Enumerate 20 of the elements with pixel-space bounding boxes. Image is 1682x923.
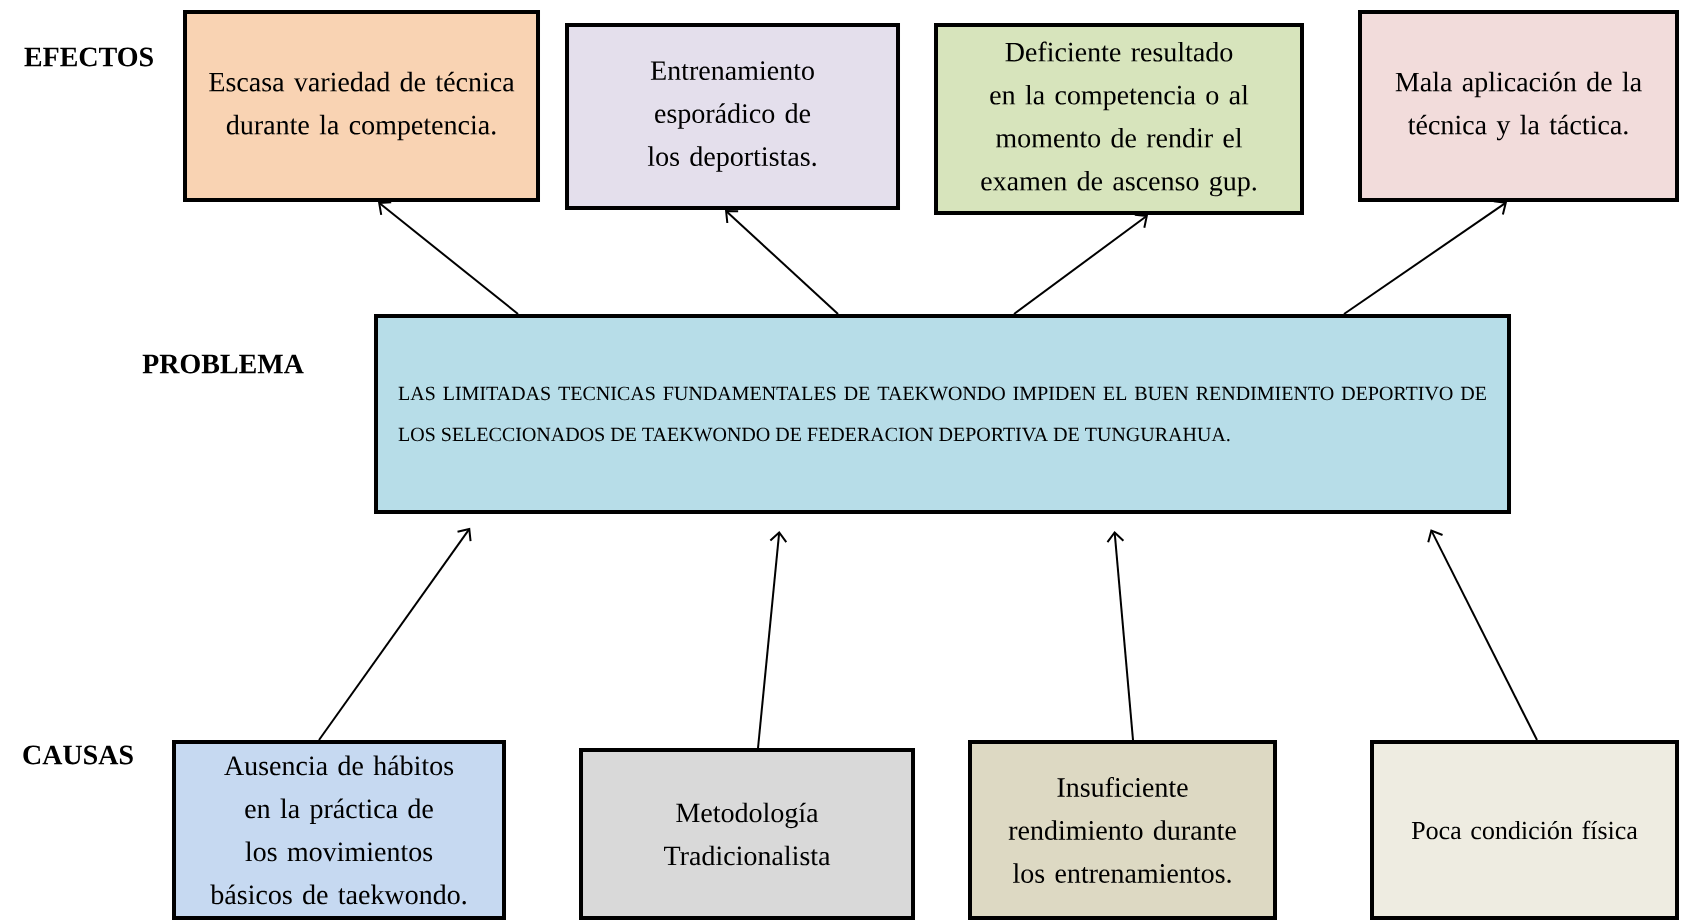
section-label: CAUSAS — [23, 745, 133, 765]
effect-box: Deficiente resultado en la competencia o al momento de rendir el examen de ascenso gup. — [934, 23, 1304, 215]
arrow — [378, 201, 519, 315]
cause-box: Insuficiente rendimiento durante los entrenamientos. — [968, 740, 1277, 920]
cause-box: Ausencia de hábitos en la práctica de los movimientos básicos de taekwondo. — [172, 740, 506, 920]
section-label: EFECTOS — [24, 47, 153, 67]
effect-box: Mala aplicación de la técnica y la táctica. — [1358, 10, 1679, 202]
arrow — [1013, 213, 1148, 315]
effect-box: Escasa variedad de técnica durante la competencia. — [183, 10, 540, 202]
cause-box: Poca condición física — [1370, 740, 1679, 920]
arrow — [757, 530, 788, 749]
section-label: PROBLEMA — [142, 354, 304, 374]
arrow — [1427, 529, 1538, 741]
arrow — [318, 527, 472, 741]
effect-box: Entrenamiento esporádico de los deportistas. — [565, 23, 900, 210]
arrow — [1106, 530, 1134, 741]
problem-box: LAS LIMITADAS TECNICAS FUNDAMENTALES DE TAEKWONDO IMPIDEN EL BUEN RENDIMIENTO DEPORTIVO DE LOS SELECCIONADOS DE TAEKWONDO DE FEDERACION DEPORTIVA DE TUNGURAHUA. — [374, 314, 1511, 514]
arrow — [1343, 200, 1507, 315]
arrow — [725, 210, 839, 315]
cause-box: Metodología Tradicionalista — [579, 748, 915, 920]
